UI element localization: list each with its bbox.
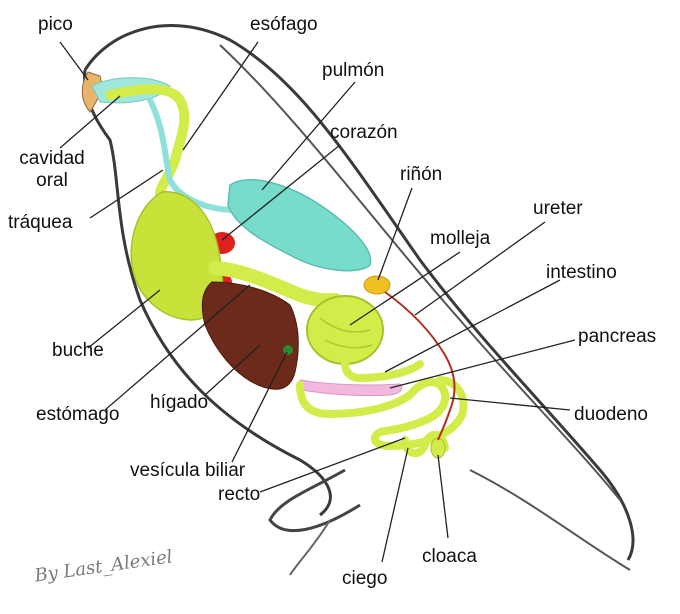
label-duodeno: duodeno: [574, 404, 648, 426]
liver-shape: [202, 282, 298, 389]
leader-intestino: [385, 280, 560, 372]
pancreas-shape: [300, 380, 402, 396]
bird-tail-outline: [470, 470, 630, 570]
label-buche: buche: [52, 340, 104, 362]
label-ureter: ureter: [533, 198, 583, 220]
leader-esofago: [183, 42, 258, 150]
label-cavidad-oral: cavidad oral: [12, 148, 92, 192]
label-corazon: corazón: [330, 122, 398, 144]
label-traquea: tráquea: [8, 212, 72, 234]
label-pancreas: pancreas: [578, 326, 656, 348]
leader-recto: [260, 438, 405, 492]
label-cavidad-oral-line1: cavidad: [12, 148, 92, 170]
label-cavidad-oral-line2: oral: [12, 170, 92, 192]
label-esofago: esófago: [250, 14, 318, 36]
lung-shape: [228, 180, 371, 271]
kidney-shape: [364, 276, 390, 294]
esophagus-tube: [110, 89, 184, 195]
bird-leg-outline: [270, 470, 360, 531]
leader-duodeno: [450, 398, 570, 410]
label-estomago: estómago: [36, 404, 119, 426]
leader-ceciego: [382, 448, 408, 562]
label-higado: hígado: [150, 392, 208, 414]
gizzard-shape: [307, 296, 383, 364]
gallbladder-shape: [283, 345, 293, 355]
label-molleja: molleja: [430, 228, 490, 250]
label-vesicula-biliar: vesícula biliar: [130, 460, 245, 482]
label-pulmon: pulmón: [322, 60, 384, 82]
leader-cloaca: [438, 455, 448, 538]
label-intestino: intestino: [546, 262, 617, 284]
label-pico: pico: [38, 14, 73, 36]
label-ciego: ciego: [342, 568, 387, 590]
label-cloaca: cloaca: [422, 546, 477, 568]
leader-pico: [60, 42, 88, 80]
label-recto: recto: [218, 484, 260, 506]
leader-rinon: [378, 188, 412, 280]
label-rinon: riñón: [400, 164, 442, 186]
